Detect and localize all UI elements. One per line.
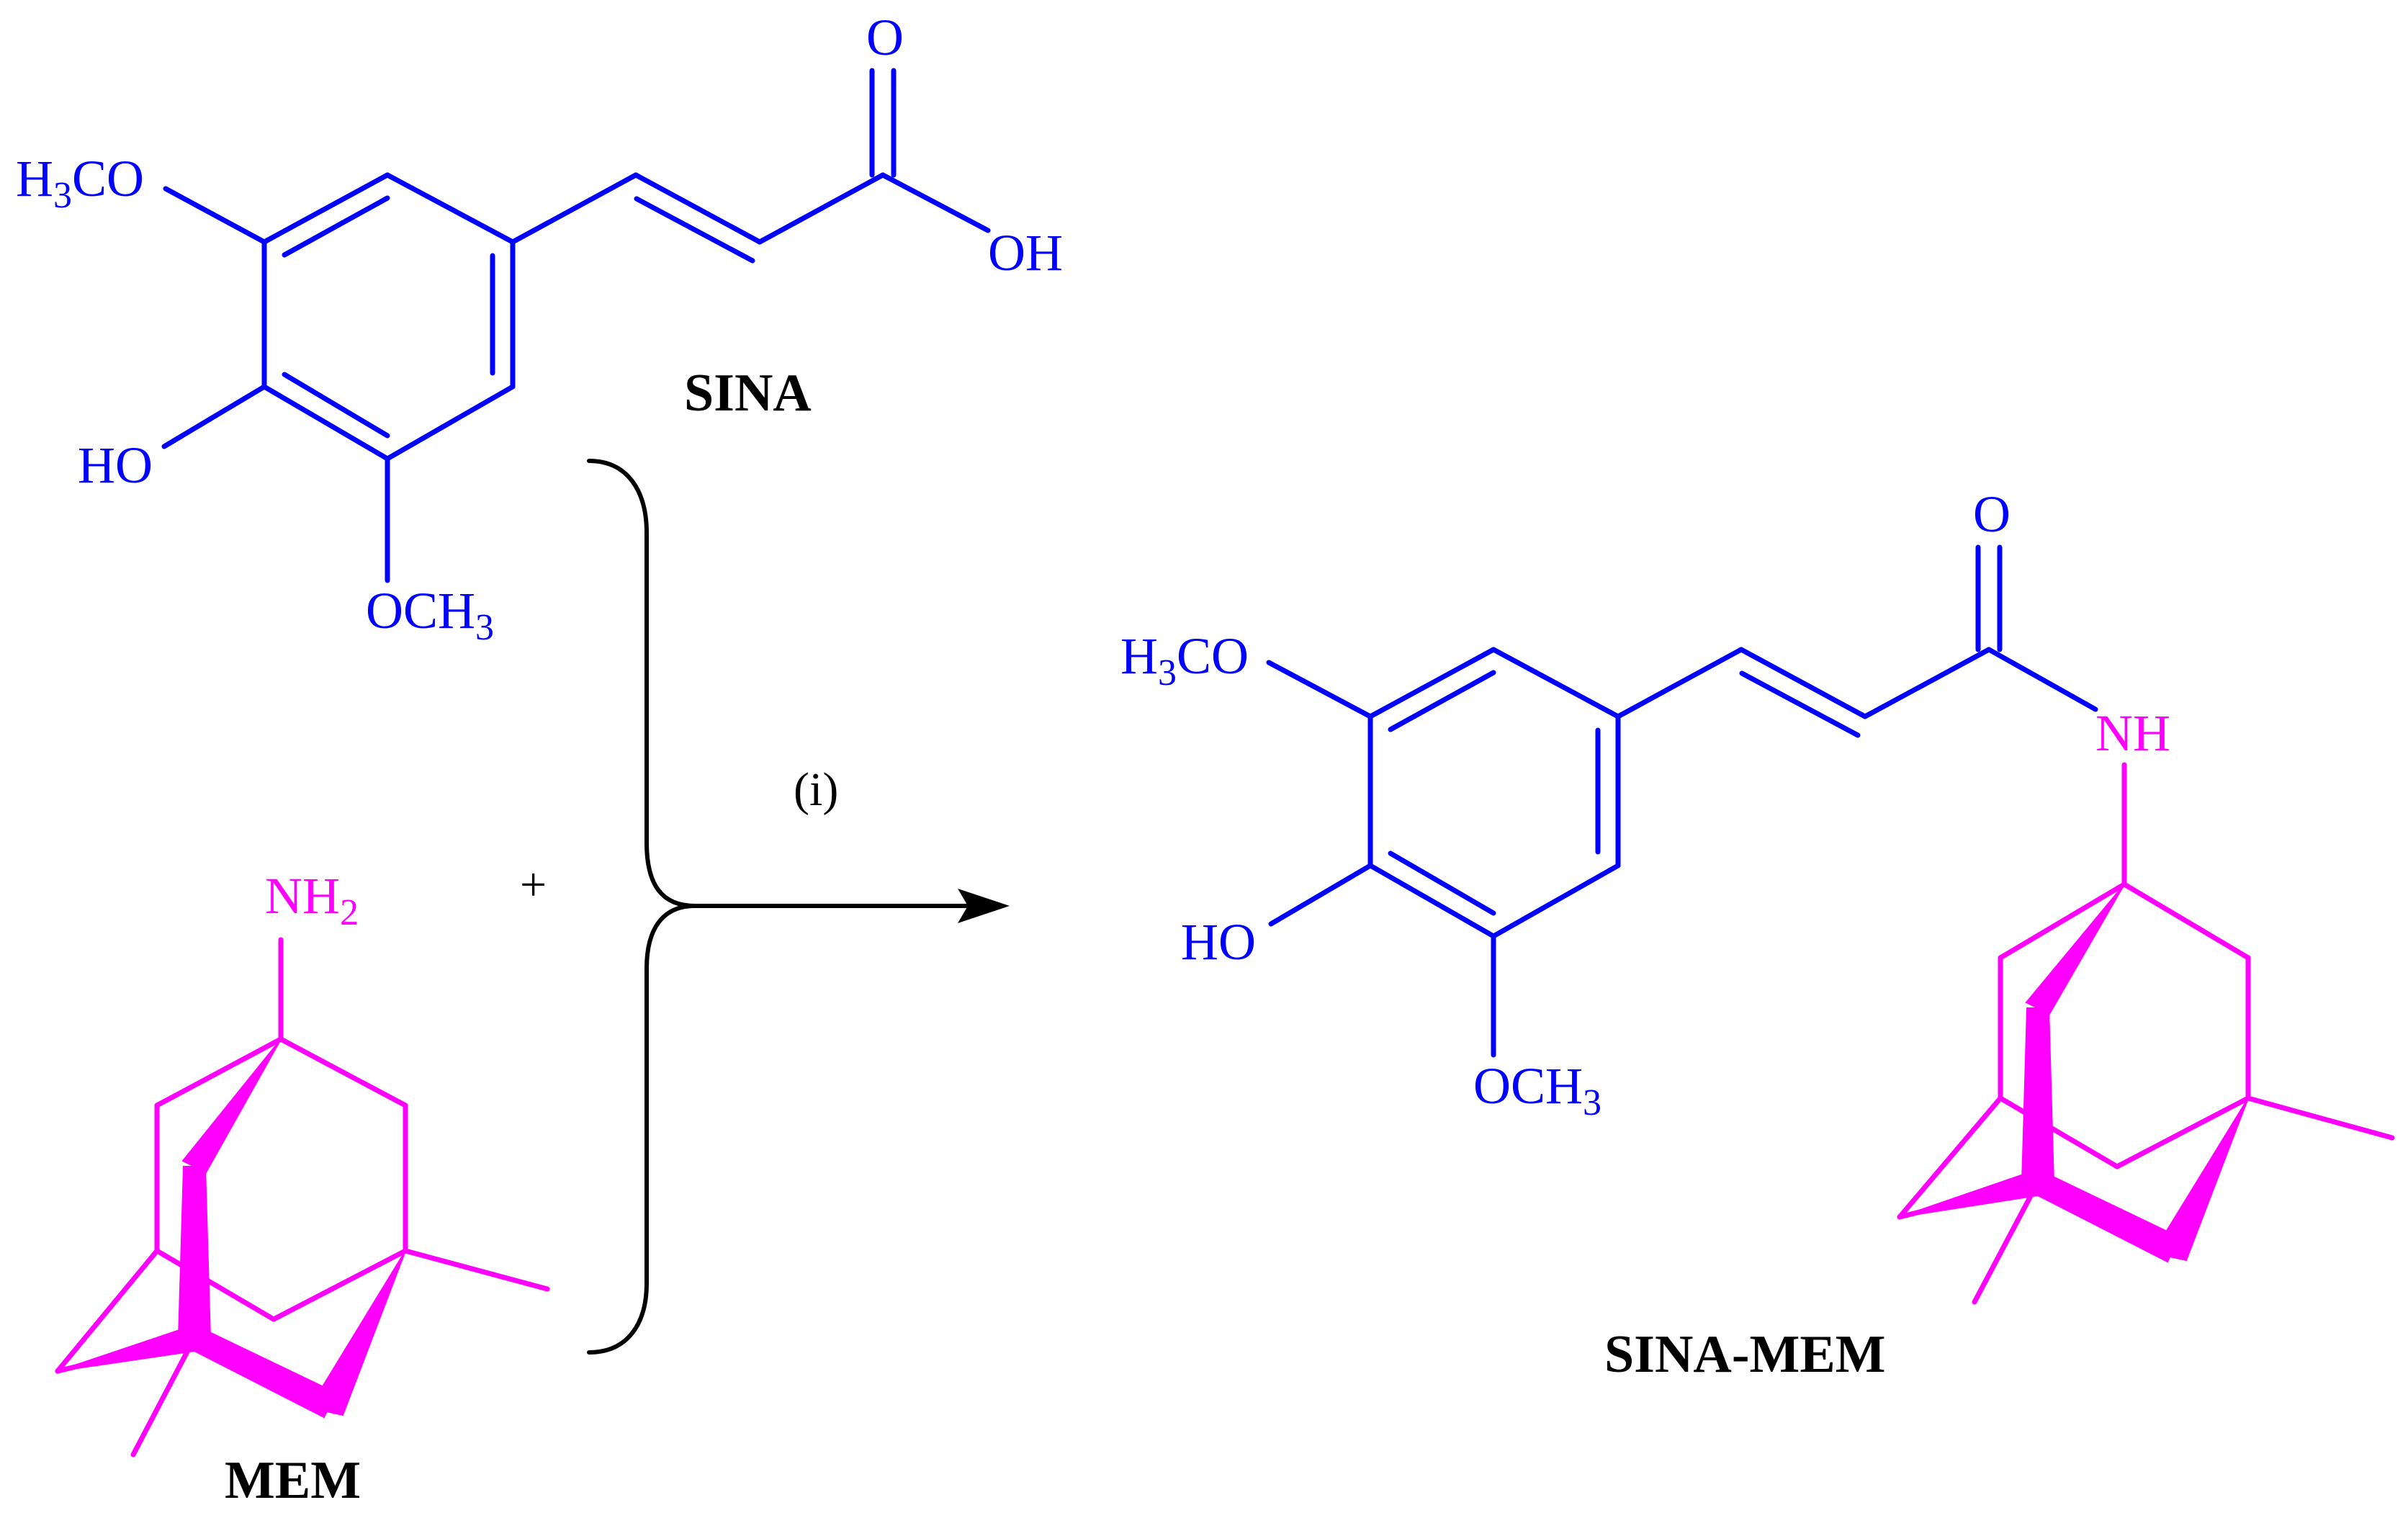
mem-cage-bond: [271, 1248, 408, 1322]
product-ring-bond: [1491, 647, 1621, 719]
plus-sign: +: [520, 858, 547, 911]
product-wedge-bond: [2152, 1097, 2249, 1262]
sina-ring-bond: [261, 384, 390, 462]
mem-cage-bond: [154, 1036, 284, 1108]
mem-cage-bond: [278, 1036, 408, 1108]
sina-ring-bond: [385, 172, 516, 245]
product-ring-bond: [1367, 863, 1496, 939]
product-methoxy-bond: [1266, 660, 1373, 719]
sina-structure: H3CO HO OCH3 O OH: [16, 9, 1063, 648]
mem-cage-bond: [55, 1248, 160, 1374]
sina-methoxy-top-label: H3CO: [16, 150, 144, 216]
product-methyl-bond: [2245, 1095, 2395, 1141]
mem-cage-bond: [154, 1248, 277, 1322]
mem-wedge-bond: [308, 1250, 406, 1416]
product-carbonyl-o-label: O: [1973, 485, 2011, 543]
sina-acid-oh-label: OH: [988, 224, 1063, 282]
product-cage-bond: [2121, 881, 2251, 961]
sina-methoxy-bond: [163, 186, 267, 245]
sina-chain-bond: [510, 172, 639, 245]
mem-amino-label: NH2: [265, 867, 359, 933]
product-chain-bond: [1615, 647, 1744, 719]
sina-ring-double-bond: [282, 372, 390, 439]
reactant-brace: [587, 459, 696, 1355]
sina-methoxy-bottom-label: OCH3: [366, 582, 494, 648]
product-ring-double-bond: [1388, 670, 1496, 732]
product-methyl-bond: [1972, 1180, 2041, 1305]
product-wedge-bond: [1899, 1168, 2039, 1218]
product-wedge-bond: [2021, 1007, 2055, 1183]
product-methoxy-bottom-label: OCH3: [1473, 1057, 1601, 1123]
product-chain-bond: [1862, 647, 1992, 719]
sina-chain-bond: [757, 172, 886, 245]
product-cage-bond: [1998, 1095, 2120, 1169]
product-wedge-bond: [2025, 884, 2125, 1015]
sina-chain-bond: [633, 172, 763, 245]
sina-mem-structure: H3CO HO OCH3 O NH: [1120, 485, 2395, 1305]
sina-hydroxy-bond: [161, 384, 267, 449]
sina-acid-oh-bond: [880, 172, 991, 233]
sina-name: SINA: [684, 364, 812, 423]
sina-ring-bond: [261, 172, 390, 245]
sina-mem-name: SINA-MEM: [1604, 1325, 1886, 1384]
product-amide-nh-label: NH: [2095, 704, 2170, 762]
product-chain-bond: [1738, 647, 1868, 719]
sina-carbonyl-o-label: O: [866, 9, 904, 66]
product-ring-double-bond: [1388, 850, 1496, 916]
sina-ring-bond: [385, 384, 516, 462]
product-methoxy-top-label: H3CO: [1120, 627, 1249, 693]
sina-hydroxy-label: HO: [78, 436, 153, 494]
sina-ring-double-bond: [282, 195, 390, 258]
product-ring-bond: [1491, 863, 1621, 939]
product-hydroxy-bond: [1268, 863, 1373, 927]
product-amide-bond: [1986, 647, 2098, 712]
mem-methyl-bond: [130, 1335, 197, 1458]
sina-chain-double-bond: [634, 196, 755, 264]
mem-wedge-bond: [181, 1038, 282, 1174]
mem-wedge-bond: [177, 1166, 212, 1339]
mem-wedge-bond: [57, 1324, 195, 1372]
mem-name: MEM: [225, 1451, 361, 1510]
reaction-condition-label: (i): [794, 763, 838, 816]
product-hydroxy-label: HO: [1181, 913, 1256, 971]
mem-structure: NH2: [55, 867, 550, 1458]
product-chain-double-bond: [1739, 670, 1861, 738]
product-cage-bond: [1998, 881, 2127, 961]
mem-methyl-bond: [403, 1248, 550, 1292]
reaction-arrow-head: [958, 889, 1010, 923]
product-cage-bond: [1897, 1095, 2003, 1220]
product-cage-bond: [2114, 1095, 2251, 1169]
product-ring-bond: [1367, 647, 1496, 719]
